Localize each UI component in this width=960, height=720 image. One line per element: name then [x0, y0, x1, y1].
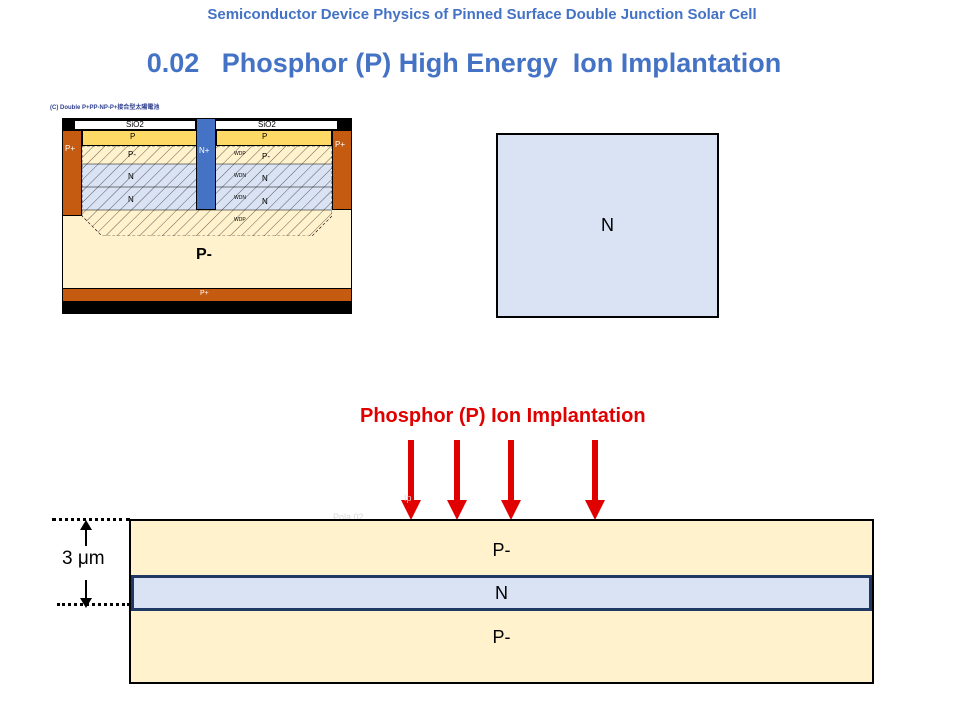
thickness-label: 3 μm: [62, 548, 105, 569]
top-p-minus-label: P-: [492, 540, 511, 560]
p-plus-left: [62, 130, 82, 216]
n-layer-label: N: [495, 582, 508, 603]
back-contact-bar: [62, 302, 352, 314]
implant-arrow-4: [585, 440, 605, 520]
n-left-2-label: N: [128, 195, 134, 204]
implant-arrow-2: [447, 440, 467, 520]
n-right-1-label: N: [262, 174, 268, 183]
schematic-caption: (C) Double P+PP-NP-P+接合型太陽電池: [50, 105, 160, 111]
implantation-label: Phosphor (P) Ion Implantation: [360, 405, 646, 427]
bottom-p-minus-label: P-: [492, 627, 511, 647]
p-layer-left-label: P: [130, 132, 136, 141]
backside-label: P+: [200, 290, 209, 297]
p-plus-right-label: P+: [335, 140, 346, 149]
oxide-right-label: SiO2: [258, 120, 276, 129]
p-plus-left-label: P+: [65, 144, 76, 153]
implant-arrow-1: [401, 440, 421, 520]
n-left-1-label: N: [128, 172, 134, 181]
page-title: 0.02 Phosphor (P) High Energy Ion Implan…: [146, 48, 782, 78]
wdn-label-2: WDN: [234, 195, 246, 201]
p-layer-left: [82, 130, 198, 146]
n-layer: N: [131, 575, 872, 611]
n-region-box: N: [496, 133, 719, 318]
page-subtitle: Semiconductor Device Physics of Pinned S…: [207, 6, 757, 23]
wdn-label-1: WDN: [234, 173, 246, 179]
substrate-label: P-: [196, 246, 212, 263]
p-minus-right-label: P-: [262, 152, 270, 161]
p-layer-right: [216, 130, 332, 146]
faint-text-1: Ip: [404, 493, 412, 503]
thickness-arrow: [80, 520, 92, 608]
p-minus-left-label: P-: [128, 150, 136, 159]
implant-arrow-3: [501, 440, 521, 520]
p-layer-right-label: P: [262, 132, 268, 141]
backside-p-plus: [62, 288, 352, 302]
oxide-left-label: SiO2: [126, 120, 144, 129]
bottom-dashed-line: [57, 603, 130, 606]
faint-text-2: Pola 02: [333, 512, 364, 522]
oxide-left: [74, 120, 196, 130]
wdp-label-2: WDP: [234, 217, 246, 223]
n-region-label: N: [601, 215, 614, 235]
n-right-2-label: N: [262, 197, 268, 206]
n-plus-column: [196, 118, 216, 210]
solar-cell-schematic: SiO2 SiO2 P- P P P- N N P- N N WDP WDN W…: [62, 118, 352, 314]
p-plus-right: [332, 130, 352, 210]
wdp-label-1: WDP: [234, 151, 246, 157]
cross-section: P- N P-: [129, 519, 874, 684]
top-dashed-line: [52, 518, 130, 521]
n-plus-label: N+: [199, 146, 210, 155]
